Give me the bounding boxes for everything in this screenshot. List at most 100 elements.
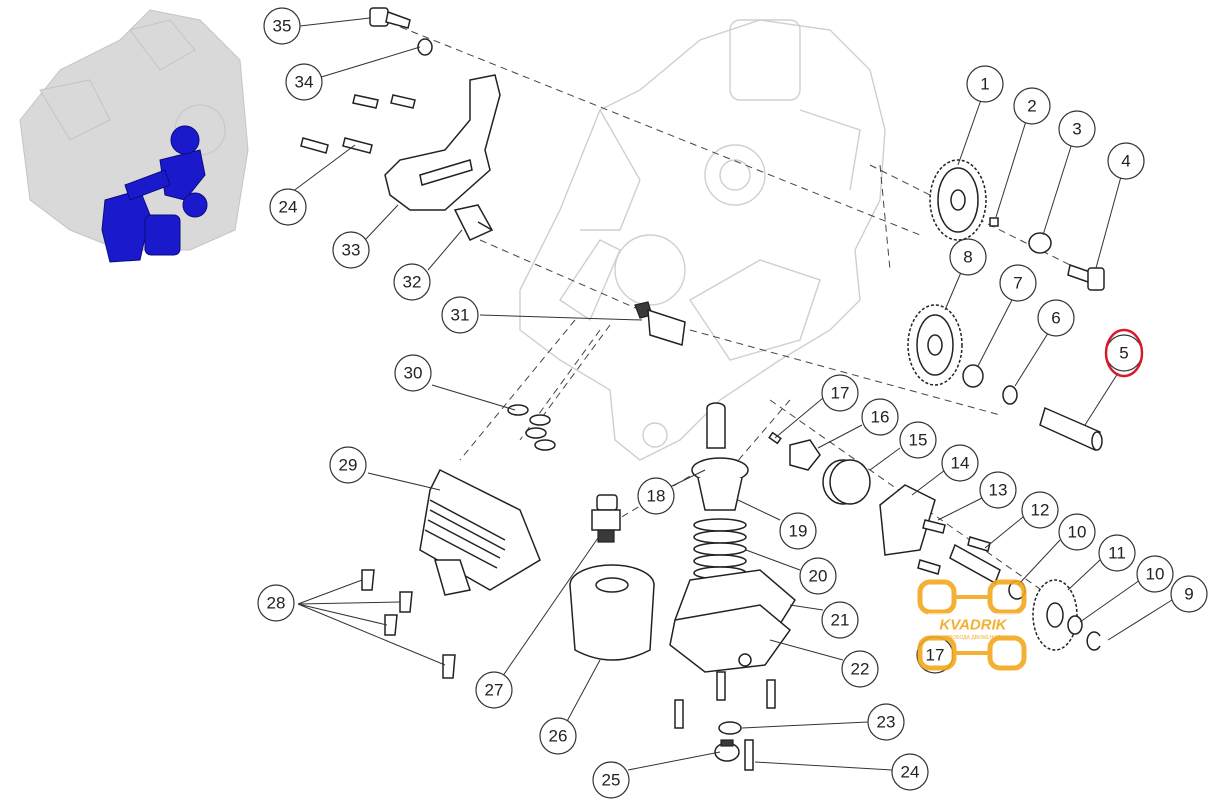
callout-number: 1 xyxy=(980,75,989,94)
bolt-35 xyxy=(369,7,411,29)
parts xyxy=(300,7,1105,771)
callout-number: 19 xyxy=(789,522,808,541)
bolts-24-upper xyxy=(300,94,416,154)
callout-4: 4 xyxy=(1107,142,1145,180)
watermark-slogan: СВОБОДА ДВИЖЕНИЯ xyxy=(946,635,1001,641)
callout-number: 7 xyxy=(1013,274,1022,293)
engine-thumbnail xyxy=(12,8,252,266)
callout-number: 13 xyxy=(989,481,1008,500)
callout-number: 2 xyxy=(1027,97,1036,116)
bolts-28 xyxy=(361,569,456,679)
callout-number: 10 xyxy=(1146,565,1165,584)
oil-cooler-29 xyxy=(419,468,541,596)
shaft-12 xyxy=(949,543,1001,585)
callout-18: 18 xyxy=(637,477,675,515)
callout-21: 21 xyxy=(821,601,859,639)
plug-25 xyxy=(714,739,740,762)
callout-number: 28 xyxy=(267,594,286,613)
callout-number: 25 xyxy=(602,771,621,790)
plug-27 xyxy=(591,494,621,543)
spring-20 xyxy=(693,518,747,580)
callout-35: 35 xyxy=(263,7,301,45)
rotor-15 xyxy=(822,459,871,505)
callout-number: 18 xyxy=(647,487,666,506)
callout-number: 32 xyxy=(403,273,422,292)
callout-number: 35 xyxy=(273,17,292,36)
callout-number: 27 xyxy=(485,681,504,700)
washer-34 xyxy=(417,38,433,56)
crankcase-ghost xyxy=(519,19,886,461)
callout-31: 31 xyxy=(441,296,479,334)
callout-17: 17 xyxy=(821,374,859,412)
bolt-4 xyxy=(1067,264,1105,291)
callout-number: 30 xyxy=(404,364,423,383)
callout-number: 20 xyxy=(809,567,828,586)
highlighted-parts xyxy=(101,125,208,263)
orings-30 xyxy=(507,404,556,451)
washer-3 xyxy=(1028,232,1052,254)
callout-22: 22 xyxy=(841,650,879,688)
bracket-33 xyxy=(384,74,501,211)
callout-25: 25 xyxy=(592,761,630,799)
callout-number: 5 xyxy=(1119,344,1128,363)
gear-11 xyxy=(1032,579,1078,651)
callout-6: 6 xyxy=(1037,299,1075,337)
key-2 xyxy=(989,217,999,227)
callout-number: 22 xyxy=(851,660,870,679)
callout-10-upper: 10 xyxy=(1058,513,1096,551)
callout-24-lower: 24 xyxy=(891,753,929,791)
callout-29: 29 xyxy=(329,446,367,484)
callout-number: 21 xyxy=(831,611,850,630)
callout-20: 20 xyxy=(799,557,837,595)
callout-number: 31 xyxy=(451,306,470,325)
callout-23: 23 xyxy=(867,703,905,741)
callout-2: 2 xyxy=(1013,87,1051,125)
callout-number: 12 xyxy=(1031,501,1050,520)
callout-number: 24 xyxy=(279,198,298,217)
callout-number: 4 xyxy=(1121,152,1130,171)
washer-10b xyxy=(1067,615,1083,635)
callout-number: 15 xyxy=(909,431,928,450)
callout-number: 17 xyxy=(831,384,850,403)
sensor-31 xyxy=(634,301,686,346)
kvadrik-watermark-logo: KVADRIK СВОБОДА ДВИЖЕНИЯ xyxy=(917,579,1027,671)
callout-33: 33 xyxy=(332,231,370,269)
callout-number: 23 xyxy=(877,713,896,732)
callout-5: 5 xyxy=(1105,334,1143,372)
watermark-brand: KVADRIK xyxy=(939,617,1007,634)
callout-27: 27 xyxy=(475,671,513,709)
callout-26: 26 xyxy=(539,717,577,755)
sensor-32 xyxy=(453,204,494,241)
callout-3: 3 xyxy=(1058,110,1096,148)
cover-22 xyxy=(669,604,792,673)
callout-16: 16 xyxy=(861,398,899,436)
callout-30: 30 xyxy=(394,354,432,392)
callout-19: 19 xyxy=(779,512,817,550)
callout-1: 1 xyxy=(966,65,1004,103)
callout-number: 3 xyxy=(1072,120,1081,139)
callout-7: 7 xyxy=(999,264,1037,302)
callout-number: 29 xyxy=(339,456,358,475)
callout-number: 33 xyxy=(342,241,361,260)
bolt-13c xyxy=(967,536,991,552)
callout-number: 16 xyxy=(871,408,890,427)
circlip-9 xyxy=(1086,631,1101,651)
callout-number: 14 xyxy=(951,454,970,473)
callout-10-lower: 10 xyxy=(1136,555,1174,593)
callout-12: 12 xyxy=(1021,491,1059,529)
callout-15: 15 xyxy=(899,421,937,459)
circlip-6 xyxy=(1002,385,1018,405)
callout-32: 32 xyxy=(393,263,431,301)
callout-number: 6 xyxy=(1051,309,1060,328)
callout-number: 17 xyxy=(926,646,945,665)
gear-8 xyxy=(907,304,963,386)
callout-9: 9 xyxy=(1170,575,1208,613)
callout-34: 34 xyxy=(285,63,323,101)
callout-11: 11 xyxy=(1098,534,1136,572)
oring-23 xyxy=(718,721,742,735)
callout-28: 28 xyxy=(257,584,295,622)
callout-number: 10 xyxy=(1068,523,1087,542)
callout-number: 34 xyxy=(295,73,314,92)
callout-number: 24 xyxy=(901,763,920,782)
